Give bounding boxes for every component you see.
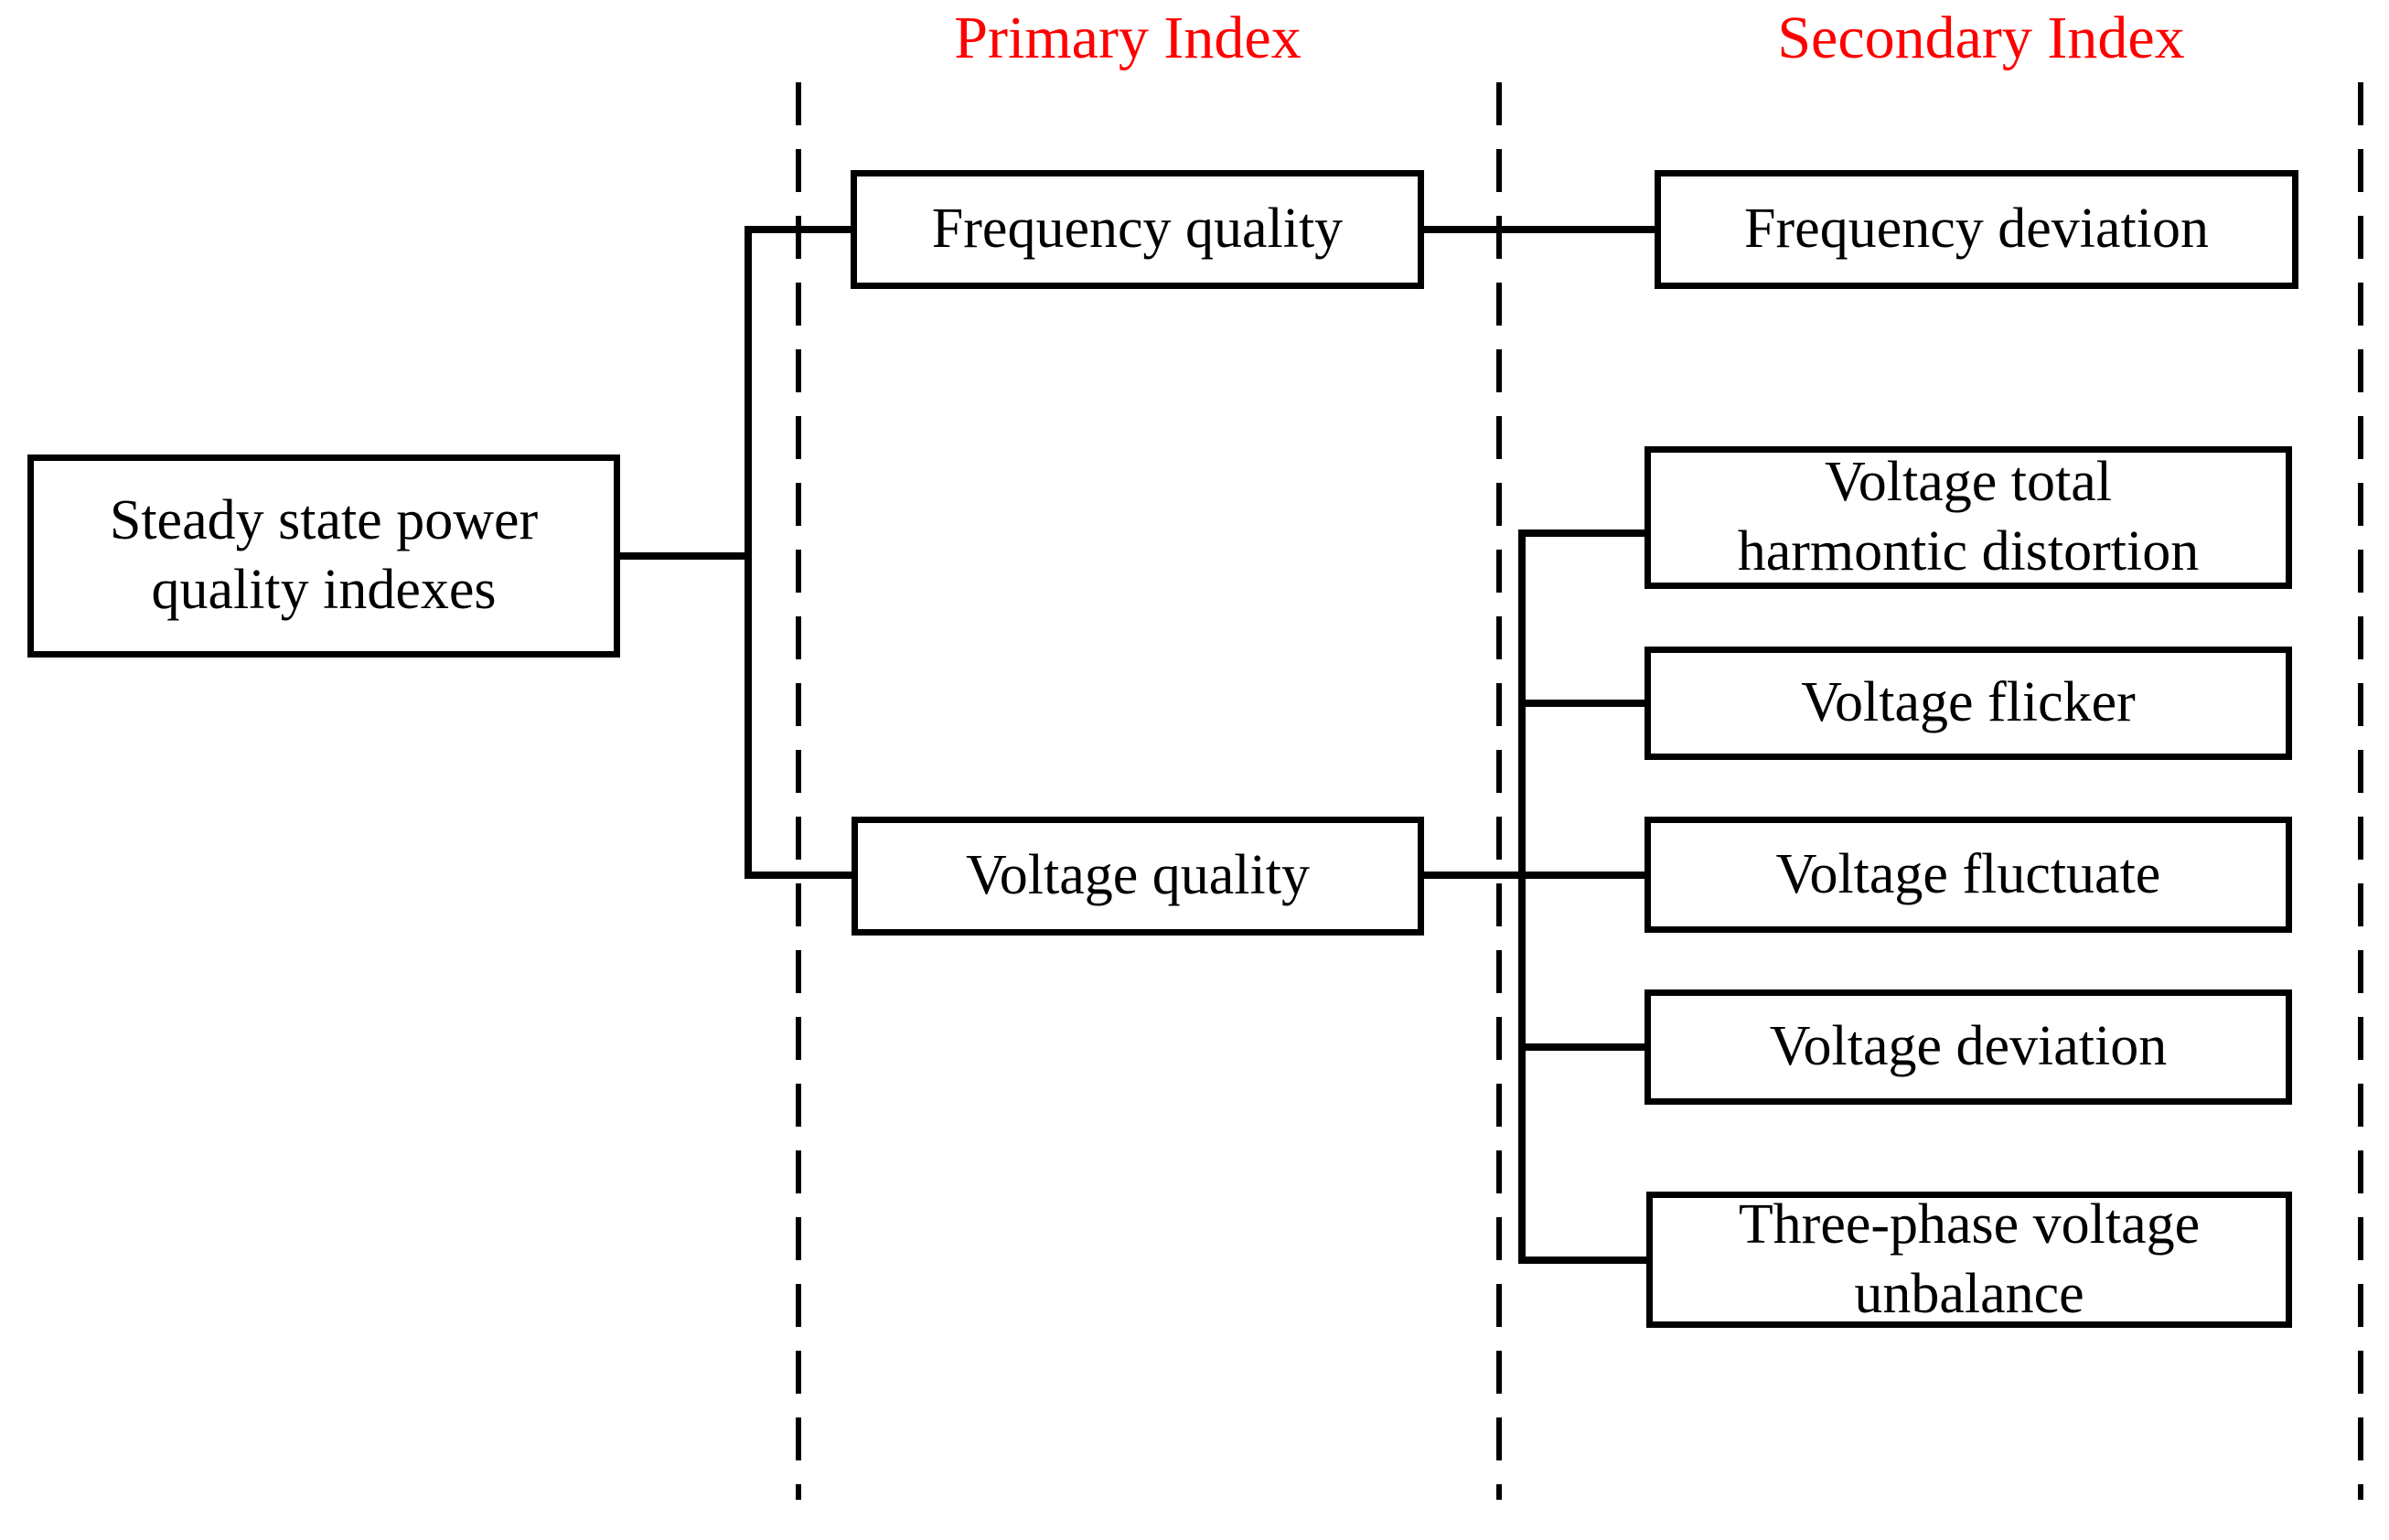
node-steady-state-power-quality-indexes: Steady state power quality indexes — [27, 455, 620, 658]
node-label-line: Steady state power — [109, 489, 539, 552]
node-voltage-deviation: Voltage deviation — [1644, 989, 2292, 1105]
node-frequency-quality: Frequency quality — [851, 170, 1424, 289]
column-header-primary-index: Primary Index — [954, 5, 1302, 71]
node-voltage-total-harmonic-distortion: Voltage total harmontic distortion — [1644, 446, 2292, 589]
node-label-line: quality indexes — [151, 559, 497, 621]
node-voltage-fluctuate: Voltage fluctuate — [1644, 817, 2292, 933]
node-label: Voltage deviation — [1769, 1015, 2168, 1078]
node-label-line: Three-phase voltage — [1738, 1192, 2201, 1256]
node-voltage-quality: Voltage quality — [852, 817, 1424, 936]
node-label: Voltage flicker — [1801, 671, 2136, 734]
node-label-line: Voltage total — [1825, 451, 2112, 514]
node-label: Voltage fluctuate — [1775, 842, 2161, 905]
node-label: Frequency deviation — [1744, 198, 2209, 261]
node-label-line: harmontic distortion — [1737, 520, 2200, 583]
column-header-secondary-index: Secondary Index — [1777, 5, 2185, 71]
node-label: Frequency quality — [931, 198, 1344, 261]
node-frequency-deviation: Frequency deviation — [1655, 170, 2298, 289]
node-label: Voltage quality — [966, 844, 1310, 907]
node-label-line: unbalance — [1854, 1262, 2084, 1325]
node-voltage-flicker: Voltage flicker — [1644, 647, 2292, 760]
node-three-phase-voltage-unbalance: Three-phase voltage unbalance — [1646, 1192, 2292, 1328]
